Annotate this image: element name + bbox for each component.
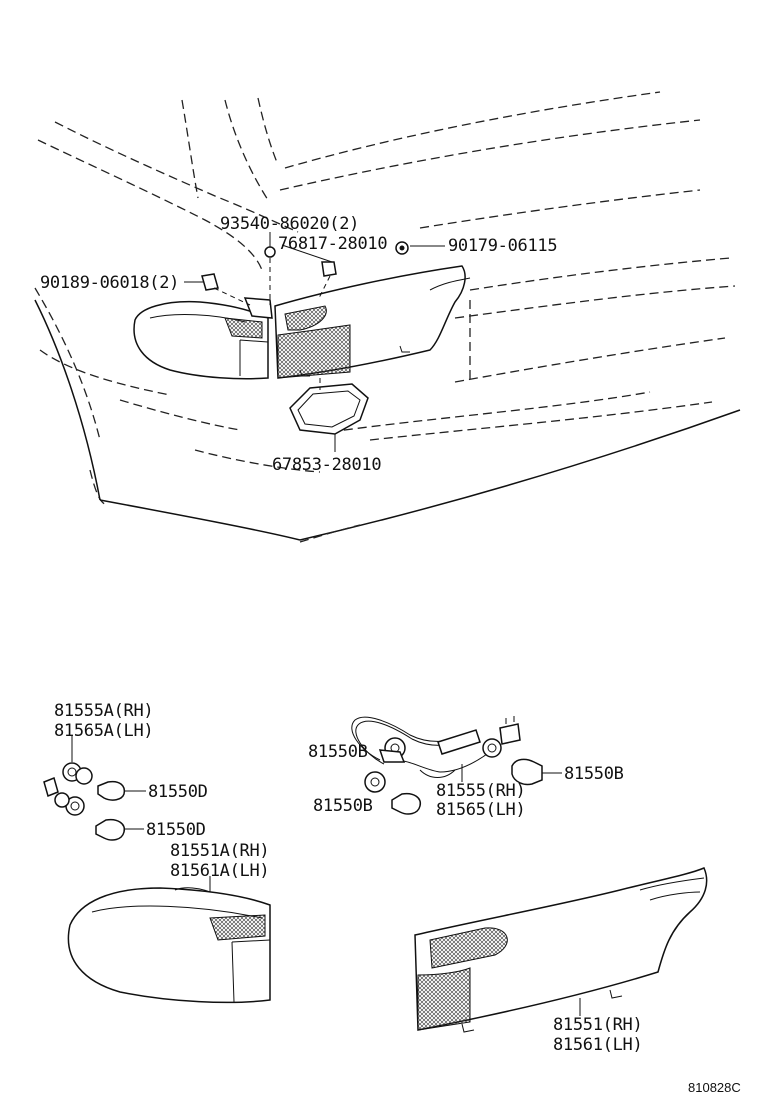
label-81550b-1: 81550B: [308, 742, 368, 762]
label-81551-rh: 81551(RH): [553, 1015, 642, 1035]
label-81561a-lh: 81561A(LH): [170, 861, 269, 881]
bulb-81550b-lower: [391, 792, 422, 815]
label-81555a-rh: 81555A(RH): [54, 701, 153, 721]
label-81550b-2: 81550B: [564, 764, 624, 784]
vehicle-body-outline: [34, 91, 741, 543]
label-81550b-3: 81550B: [313, 796, 373, 816]
label-81550d-1: 81550D: [148, 782, 208, 802]
label-67853-28010: 67853-28010: [272, 455, 381, 475]
label-90179-06115: 90179-06115: [448, 236, 557, 256]
gasket-67853: [289, 383, 369, 435]
upper-center-garnish: [274, 265, 471, 379]
label-90189-06018: 90189-06018(2): [40, 273, 179, 293]
fasteners-upper: [201, 241, 409, 291]
label-93540-86020: 93540-86020(2): [220, 214, 359, 234]
lower-tail-lamp-81551a: [67, 887, 271, 1004]
lower-center-garnish-81551: [414, 867, 708, 1033]
bulb-81550d-lower: [95, 818, 126, 841]
label-81555-rh: 81555(RH): [436, 781, 525, 801]
upper-tail-lamp-outer: [133, 297, 273, 380]
bulb-81550b-right: [511, 758, 543, 786]
figure-code: 810828C: [688, 1080, 741, 1095]
wiring-harness-81555: [351, 716, 521, 793]
label-81561-lh: 81561(LH): [553, 1035, 642, 1055]
label-81565-lh: 81565(LH): [436, 800, 525, 820]
socket-assembly-left: [43, 762, 93, 816]
label-81565a-lh: 81565A(LH): [54, 721, 153, 741]
leaders-lower-right: [461, 764, 581, 1016]
label-81551a-rh: 81551A(RH): [170, 841, 269, 861]
label-81550d-2: 81550D: [146, 820, 206, 840]
label-76817-28010: 76817-28010: [278, 234, 387, 254]
leaders-upper: [184, 232, 445, 452]
bulb-81550d-upper: [97, 780, 126, 801]
